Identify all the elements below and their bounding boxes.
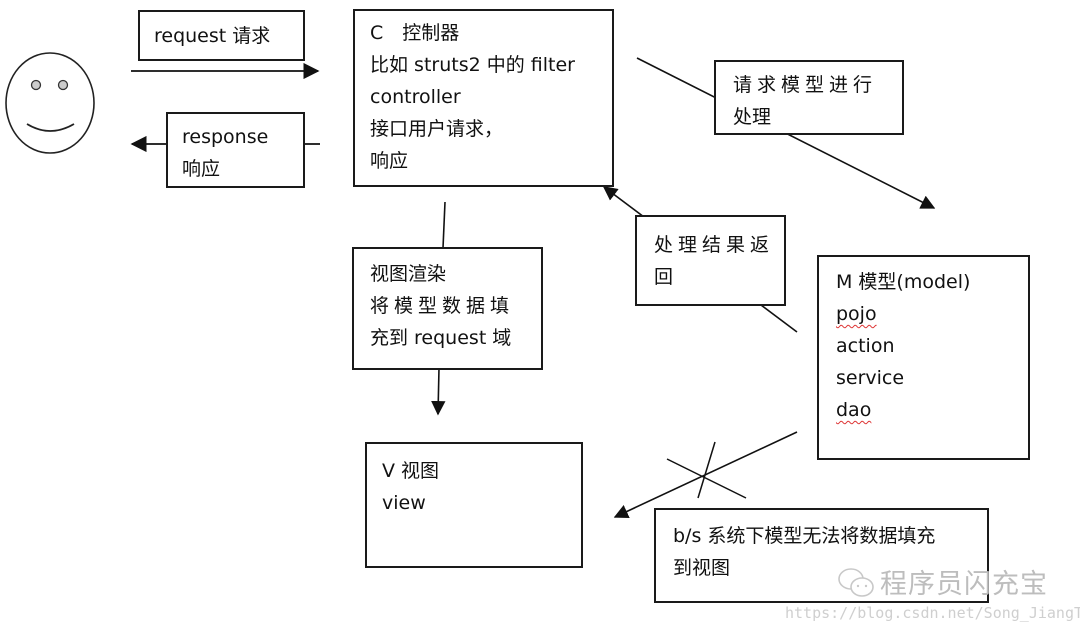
response-label-box: response 响应	[166, 112, 305, 188]
cross-out-mark	[666, 441, 747, 499]
view-title: V 视图	[382, 460, 440, 482]
view-render-line: 视图渲染	[370, 263, 447, 285]
view-subtitle: view	[382, 492, 426, 514]
controller-line: 接口用户请求，	[370, 118, 504, 140]
bs-note-line: b/s 系统下模型无法将数据填充	[673, 525, 936, 547]
controller-box: C 控制器 比如 struts2 中的 filter controller 接口…	[353, 9, 614, 187]
controller-to-view-arrow-top	[442, 201, 446, 249]
response-label-en: response	[182, 126, 269, 148]
model-item-pojo: pojo	[836, 303, 877, 325]
controller-line: 响应	[370, 150, 409, 172]
view-render-box: 视图渲染 将模型数据填 充到 request 域	[352, 247, 543, 370]
process-request-box: 请求模型进行 处理	[714, 60, 904, 135]
wechat-icon	[838, 568, 874, 597]
request-label: request 请求	[154, 25, 271, 47]
controller-title: C 控制器	[370, 22, 460, 44]
process-request-line: 处理	[733, 106, 772, 128]
bs-note-box: b/s 系统下模型无法将数据填充 到视图	[654, 508, 989, 603]
controller-line: 比如 struts2 中的 filter	[370, 54, 575, 76]
watermark-brand: 程序员闪充宝	[880, 569, 1048, 600]
process-result-line: 处理结果返	[654, 234, 775, 256]
bs-note-line: 到视图	[673, 557, 731, 579]
smiley-face-icon	[5, 52, 95, 154]
model-item-action: action	[836, 335, 895, 357]
response-label-zh: 响应	[182, 158, 221, 180]
process-result-line: 回	[654, 266, 674, 288]
model-title: M 模型(model)	[836, 271, 971, 293]
model-box: M 模型(model) pojo action service dao	[817, 255, 1030, 460]
request-label-box: request 请求	[138, 10, 305, 61]
view-box: V 视图 view	[365, 442, 583, 568]
process-result-box: 处理结果返 回	[635, 215, 786, 306]
model-to-view-arrow	[613, 431, 798, 519]
view-render-line: 将模型数据填	[370, 295, 515, 317]
model-item-dao: dao	[836, 399, 872, 421]
watermark-url: https://blog.csdn.net/Song_JiangTao	[785, 604, 1080, 622]
model-item-service: service	[836, 367, 905, 389]
controller-line: controller	[370, 86, 461, 108]
process-request-line: 请求模型进行	[733, 74, 878, 96]
view-render-line: 充到 request 域	[370, 327, 512, 349]
controller-to-view-arrow	[431, 367, 446, 416]
